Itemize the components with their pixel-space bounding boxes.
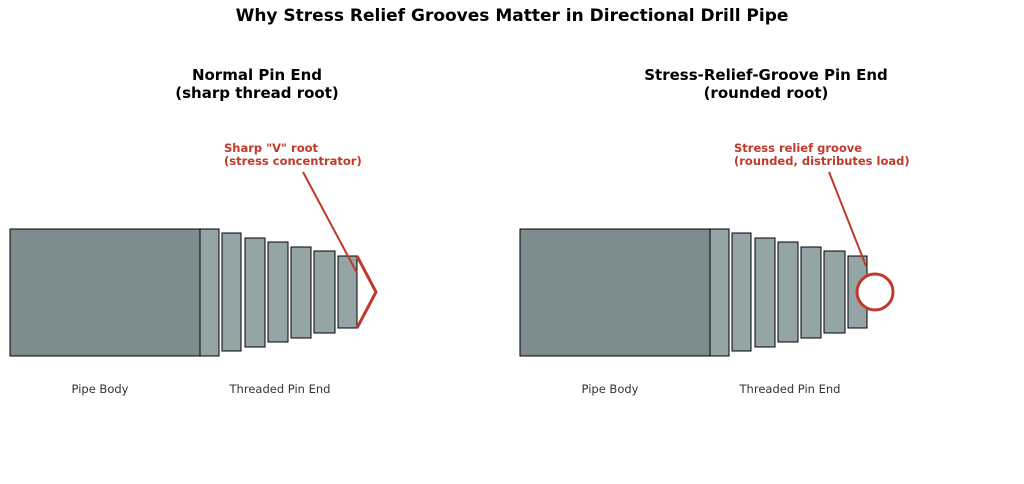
left-thread-4 [267,241,289,343]
right-thread-1 [709,228,730,357]
left-callout-text: Sharp "V" root (stress concentrator) [224,142,362,168]
right-callout-text: Stress relief groove (rounded, distribut… [734,142,910,168]
left-thread-1 [199,228,220,357]
left-thread-2 [221,232,242,352]
right-pipe-body [519,228,711,357]
right-pipe-body-label: Pipe Body [581,382,639,396]
right-relief-groove-marker [855,272,895,312]
left-callout-leader [302,171,358,274]
right-pipe-assembly [519,171,895,357]
left-panel-title-line1: Normal Pin End [191,66,323,84]
left-callout-line1: Sharp "V" root [224,141,318,155]
left-sharp-root-marker [355,255,378,329]
left-pipe-assembly [9,171,378,357]
right-thread-2 [731,232,752,352]
left-pipe-body [9,228,201,357]
right-callout-line1: Stress relief groove [734,141,863,155]
right-panel-title-line1: Stress-Relief-Groove Pin End [644,66,888,84]
left-callout-line2: (stress concentrator) [224,154,362,168]
right-thread-3 [754,237,776,348]
left-panel-title: Normal Pin End (sharp thread root) [77,66,437,102]
right-thread-4 [777,241,799,343]
left-panel-title-line2: (sharp thread root) [175,84,339,102]
right-thread-5 [800,246,822,339]
right-threaded-pin-label: Threaded Pin End [739,382,841,396]
right-panel-title-line2: (rounded root) [703,84,829,102]
left-pipe-body-label: Pipe Body [71,382,129,396]
diagram-title: Why Stress Relief Grooves Matter in Dire… [235,6,789,26]
right-callout-line2: (rounded, distributes load) [734,154,910,168]
right-panel-title: Stress-Relief-Groove Pin End (rounded ro… [586,66,946,102]
left-thread-6 [313,250,336,334]
left-threaded-pin-label: Threaded Pin End [229,382,331,396]
right-callout-leader [828,171,867,267]
left-thread-3 [244,237,266,348]
left-thread-5 [290,246,312,339]
right-thread-6 [823,250,846,334]
